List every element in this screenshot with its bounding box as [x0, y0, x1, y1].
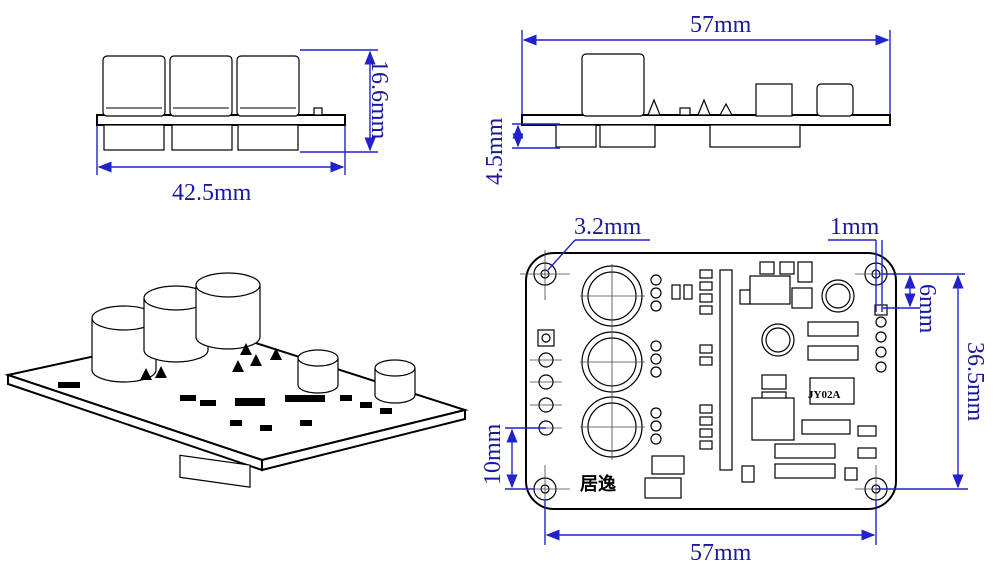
- hole-diameter-label: 3.2mm: [574, 214, 642, 240]
- top-view: JY02A 居逸 3.2mm 1mm 6mm 36.5mm 10mm 57mm: [480, 214, 988, 566]
- hole-to-pin-label: 10mm: [480, 423, 506, 485]
- brand-mark: 居逸: [580, 473, 616, 495]
- pin-offset-label: 6mm: [914, 284, 940, 334]
- isometric-view: [4, 272, 469, 488]
- chip-marking: JY02A: [808, 389, 840, 401]
- pin-pitch-label: 1mm: [830, 214, 880, 240]
- front-thickness-label: 4.5mm: [482, 117, 508, 185]
- side-view: 16.6mm 42.5mm: [96, 49, 392, 206]
- front-view: 57mm 4.5mm: [482, 12, 891, 185]
- front-length-label: 57mm: [690, 12, 752, 38]
- board-length-label: 57mm: [690, 540, 752, 566]
- board-height-label: 36.5mm: [962, 342, 988, 422]
- side-length-label: 42.5mm: [172, 180, 252, 206]
- side-height-label: 16.6mm: [366, 60, 392, 140]
